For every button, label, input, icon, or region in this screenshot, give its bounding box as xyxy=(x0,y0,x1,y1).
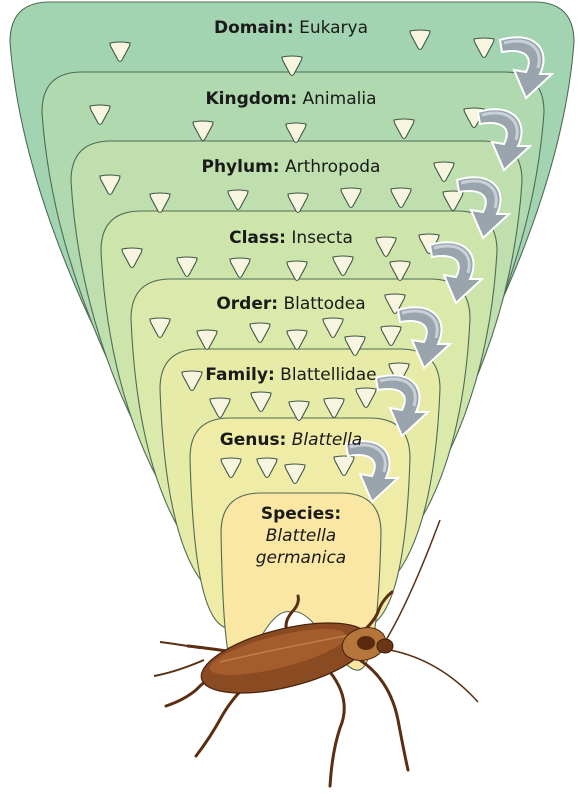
class-label: Class: Insecta xyxy=(0,228,582,248)
species-label: Species: Blattella germanica xyxy=(221,503,381,569)
phylum-label: Phylum: Arthropoda xyxy=(0,157,582,177)
domain-label: Domain: Eukarya xyxy=(0,18,582,38)
kingdom-label: Kingdom: Animalia xyxy=(0,89,582,109)
family-label: Family: Blattellidae xyxy=(0,365,582,385)
order-label: Order: Blattodea xyxy=(0,294,582,314)
genus-label: Genus: Blattella xyxy=(0,430,582,450)
